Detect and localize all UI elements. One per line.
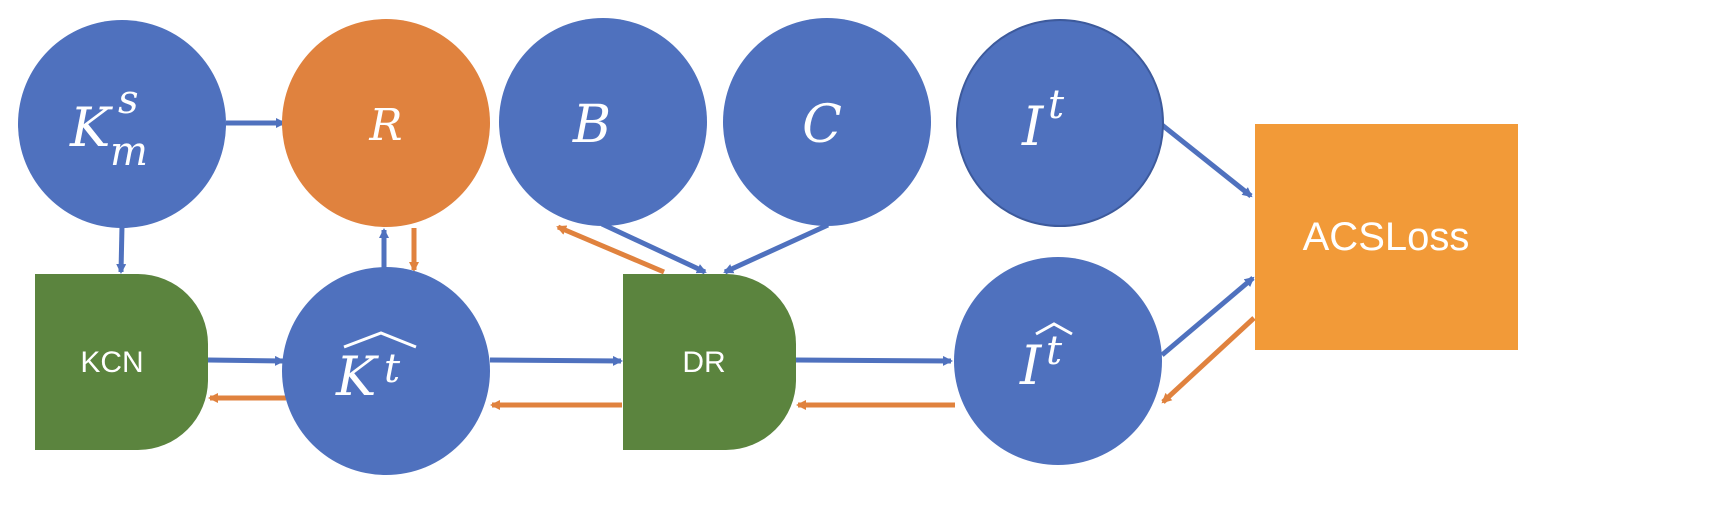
edge-kcn-to-kt (207, 355, 285, 366)
node-ithat-base: I (1019, 334, 1043, 397)
node-r-label: R (368, 100, 402, 151)
node-circle (723, 18, 931, 226)
edge-b-to-dr (600, 221, 707, 275)
node-circle (282, 267, 490, 475)
node-ksm-sub: m (110, 129, 148, 175)
svg-text:K: K (69, 96, 113, 159)
node-ithat-sup: t (1046, 328, 1063, 374)
node-c-label: C (802, 95, 842, 155)
edge-ithat-to-acsloss (1160, 276, 1255, 357)
node-it-base: I (1021, 95, 1045, 158)
node-b: B (499, 18, 707, 226)
edge-dr-to-b (556, 224, 665, 275)
node-kt-hat (343, 331, 417, 349)
edge-kt-to-dr (489, 355, 623, 366)
edge-it-to-acsloss (1160, 123, 1253, 198)
node-b-label: B (572, 95, 611, 155)
node-ksm: K s m (18, 20, 226, 228)
node-r: R (282, 19, 490, 227)
edge-ksm-to-kcn (116, 225, 127, 274)
node-ksm-base: K (69, 96, 113, 159)
node-circle (282, 19, 490, 227)
node-kt-base: K (335, 345, 379, 408)
node-kt: K t (282, 267, 490, 475)
edge-layer (116, 118, 1256, 410)
node-circle (954, 257, 1162, 465)
node-it: I t (956, 19, 1164, 227)
node-it-sup: t (1048, 82, 1065, 128)
node-circle (18, 20, 226, 228)
edge-c-to-dr (723, 222, 830, 275)
node-ksm-sup: s (118, 77, 139, 123)
edge-dr-to-ithat (795, 355, 953, 366)
node-kt-sup: t (384, 346, 401, 392)
box-acsloss: ACSLoss (1255, 124, 1518, 350)
node-circle (499, 18, 707, 226)
box-kcn-label: KCN (80, 346, 143, 379)
node-ithat: I t (954, 257, 1162, 465)
box-dr-shape (623, 274, 796, 450)
box-dr: DR (623, 274, 796, 450)
edge-acsloss-to-ithat (1161, 316, 1256, 404)
box-acsloss-shape (1255, 124, 1518, 350)
node-c: C (723, 18, 931, 226)
box-kcn: KCN (35, 274, 208, 450)
node-ithat-hat (1035, 322, 1073, 336)
box-acsloss-label: ACSLoss (1303, 215, 1470, 259)
box-dr-label: DR (682, 346, 725, 379)
box-kcn-shape (35, 274, 208, 450)
node-circle (956, 19, 1164, 227)
